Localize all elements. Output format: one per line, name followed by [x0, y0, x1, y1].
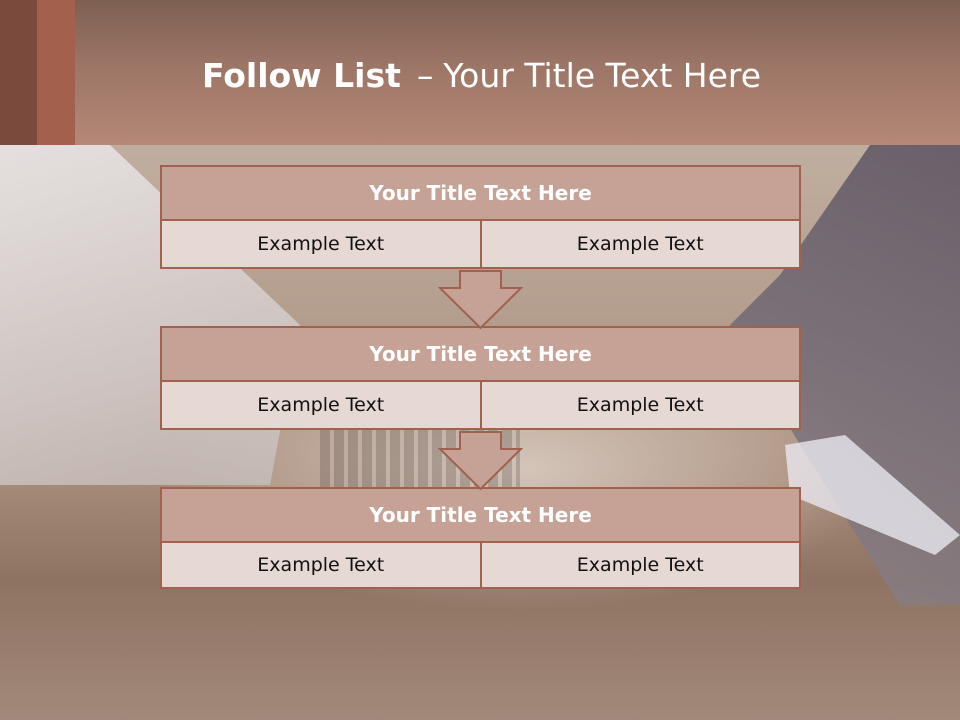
row-title: Your Title Text Here — [160, 487, 801, 543]
flow-row-1: Your Title Text Here Example Text Exampl… — [160, 165, 801, 269]
down-arrow-icon — [438, 431, 523, 491]
flow-row-3: Your Title Text Here Example Text Exampl… — [160, 487, 801, 589]
slide-title-bold: Follow List — [202, 56, 401, 95]
row-cell-left: Example Text — [160, 219, 482, 269]
row-cell-right: Example Text — [479, 219, 801, 269]
header-accent-stripe-dark — [0, 0, 37, 145]
slide-title-rest: Your Title Text Here — [443, 56, 762, 95]
row-cells: Example Text Example Text — [160, 380, 801, 430]
slide-title-dash: – — [416, 56, 434, 95]
row-cell-right: Example Text — [479, 380, 801, 430]
row-cell-right: Example Text — [479, 541, 801, 589]
row-cell-left: Example Text — [160, 380, 482, 430]
down-arrow-icon — [438, 270, 523, 330]
row-cell-left: Example Text — [160, 541, 482, 589]
slide-title: Follow List–Your Title Text Here — [202, 56, 761, 96]
header-band — [0, 0, 960, 145]
row-cells: Example Text Example Text — [160, 541, 801, 589]
row-title: Your Title Text Here — [160, 165, 801, 221]
row-title: Your Title Text Here — [160, 326, 801, 382]
flow-row-2: Your Title Text Here Example Text Exampl… — [160, 326, 801, 430]
header-accent-stripe-light — [37, 0, 75, 145]
row-cells: Example Text Example Text — [160, 219, 801, 269]
